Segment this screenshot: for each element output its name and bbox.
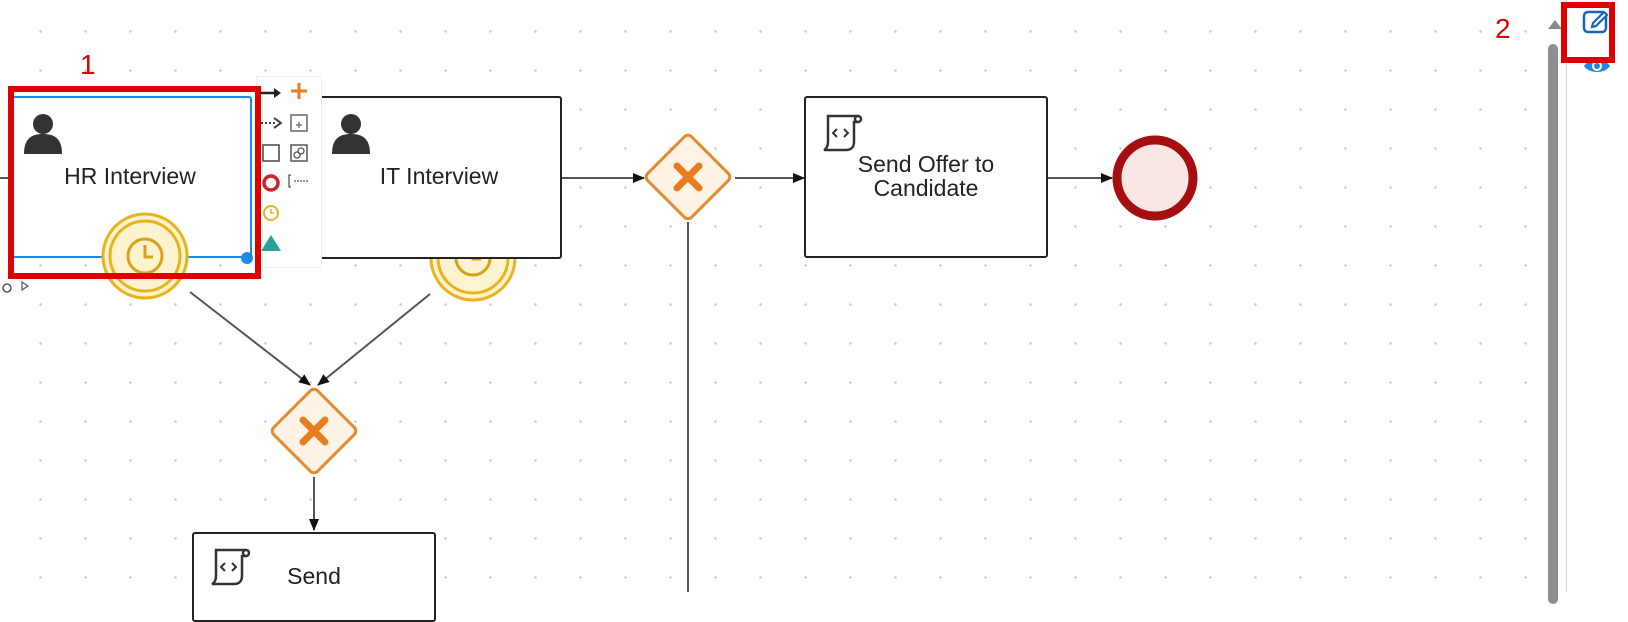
gateways: [270, 133, 732, 475]
task-send-offer[interactable]: Send Offer to Candidate: [804, 96, 1048, 258]
edit-icon: [1582, 9, 1612, 40]
gateway-tool-icon[interactable]: [259, 231, 283, 255]
sequence-flows: [0, 173, 1113, 592]
timer-icon[interactable]: [101, 212, 189, 300]
script-icon: [820, 112, 864, 157]
end-event-icon[interactable]: [1112, 135, 1198, 221]
task-tool-icon[interactable]: [259, 141, 283, 165]
task-label-line1: Send Offer to: [857, 151, 995, 177]
task-label-line2: Candidate: [873, 175, 979, 201]
add-node-icon[interactable]: [287, 79, 311, 103]
message-flow-tool-icon[interactable]: [259, 111, 283, 135]
process-canvas[interactable]: HR Interview IT Interview: [0, 0, 1540, 622]
exclusive-gateway-icon[interactable]: [644, 133, 732, 221]
task-label: IT Interview: [379, 163, 499, 189]
task-it-interview[interactable]: IT Interview: [316, 96, 562, 259]
flow-it-timer-to-gateway[interactable]: [317, 293, 431, 386]
subprocess-tool-icon[interactable]: [287, 111, 311, 135]
scroll-up-icon[interactable]: [1548, 20, 1562, 29]
user-icon: [330, 112, 372, 161]
morph-tool-icon[interactable]: [287, 141, 311, 165]
sequence-flow-tool-icon[interactable]: [259, 81, 283, 105]
drag-handle-icon[interactable]: [0, 0, 40, 300]
end-event: [1112, 135, 1198, 221]
task-label: HR Interview: [64, 163, 196, 189]
task-send[interactable]: Send: [192, 532, 436, 622]
script-icon: [208, 546, 252, 591]
end-event-tool-icon[interactable]: [259, 171, 283, 195]
user-icon: [22, 112, 64, 161]
preview-button[interactable]: [1579, 52, 1615, 84]
exclusive-gateway-icon[interactable]: [270, 387, 358, 475]
scrollbar-thumb[interactable]: [1548, 44, 1558, 604]
annotation-number: 1: [80, 49, 96, 80]
eye-icon: [1583, 57, 1611, 80]
element-toolbox: [256, 76, 322, 268]
flow-hr-timer-to-gateway[interactable]: [189, 291, 311, 386]
properties-panel-strip: [1561, 0, 1628, 592]
text-annotation-tool-icon[interactable]: [287, 169, 311, 193]
task-label: Send: [287, 563, 341, 589]
edit-properties-button[interactable]: [1579, 8, 1615, 40]
timer-tool-icon[interactable]: [259, 201, 283, 225]
annotation-number: 2: [1495, 13, 1511, 44]
